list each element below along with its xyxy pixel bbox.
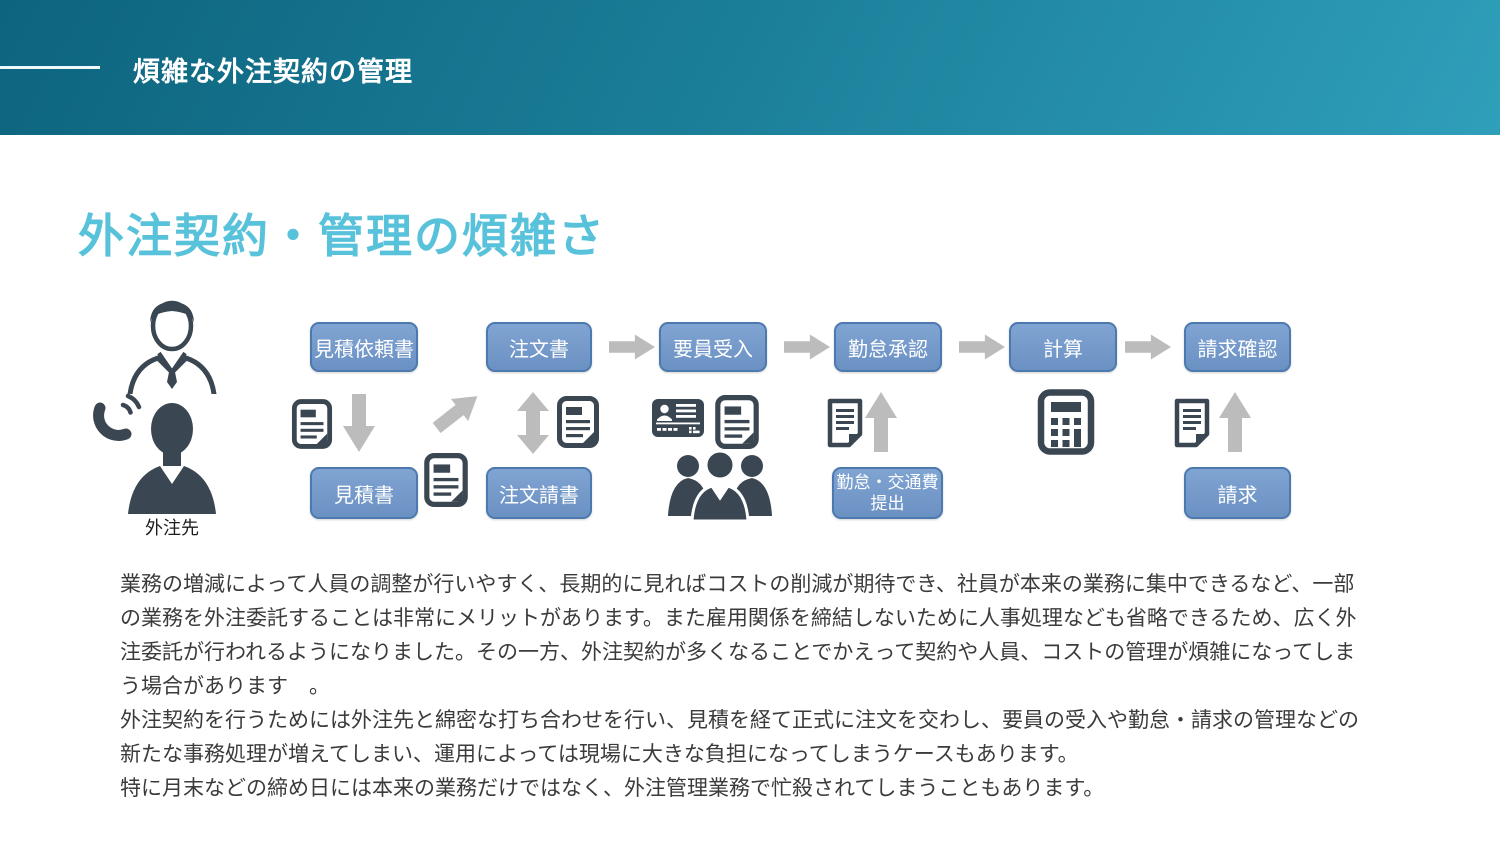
body-text-block: 業務の増減によって人員の調整が行いやすく、長期的に見ればコストの削減が期待でき、… xyxy=(120,568,1372,806)
double-arrow-icon xyxy=(517,392,549,454)
flow-box-attendance-expense-submit: 勤怠・交通費 提出 xyxy=(832,467,943,519)
flow-box-order-acceptance: 注文請書 xyxy=(486,467,592,519)
body-paragraph: 外注契約を行うためには外注先と綿密な打ち合わせを行い、見積を経て正式に注文を交わ… xyxy=(120,709,1359,766)
flow-box-estimate-request: 見積依頼書 xyxy=(310,322,418,372)
flow-box-staff-acceptance: 要員受入 xyxy=(659,322,767,372)
header-band: 煩雑な外注契約の管理 xyxy=(0,0,1500,135)
flow-box-attendance-approval: 勤怠承認 xyxy=(834,322,942,372)
body-paragraph: 特に月末などの締め日には本来の業務だけではなく、外注管理業務で忙殺されてしまうこ… xyxy=(120,777,1105,800)
header-accent-line xyxy=(0,66,100,69)
phone-icon xyxy=(90,390,144,446)
document-icon xyxy=(423,452,469,508)
body-paragraph: 業務の増減によって人員の調整が行いやすく、長期的に見ればコストの削減が期待でき、… xyxy=(120,573,1357,698)
flow-box-invoice: 請求 xyxy=(1184,467,1291,519)
document-icon xyxy=(714,394,760,450)
document-icon xyxy=(826,398,864,448)
flow-box-invoice-confirmation: 請求確認 xyxy=(1184,322,1291,372)
up-arrow-icon xyxy=(865,392,897,452)
right-arrow-icon xyxy=(784,334,830,360)
right-arrow-icon xyxy=(609,334,655,360)
up-arrow-icon xyxy=(1219,392,1251,452)
people-group-icon xyxy=(664,450,776,522)
document-icon xyxy=(291,397,333,451)
right-arrow-icon xyxy=(1125,334,1171,360)
document-icon xyxy=(1173,398,1211,448)
page-title: 外注契約・管理の煩雑さ xyxy=(78,210,606,262)
flow-box-order-form: 注文書 xyxy=(486,322,592,372)
flow-box-estimate: 見積書 xyxy=(310,467,418,519)
flow-box-calculation: 計算 xyxy=(1009,322,1117,372)
businessman-outline-icon xyxy=(126,296,218,394)
down-arrow-icon xyxy=(343,394,375,452)
businessman-solid-icon xyxy=(126,402,218,514)
right-arrow-icon xyxy=(959,334,1005,360)
document-icon xyxy=(556,395,600,449)
id-card-icon xyxy=(651,398,705,440)
header-title: 煩雑な外注契約の管理 xyxy=(133,57,413,87)
calculator-icon xyxy=(1037,389,1095,455)
diagonal-arrow-icon xyxy=(427,384,487,439)
vendor-label: 外注先 xyxy=(145,518,199,538)
